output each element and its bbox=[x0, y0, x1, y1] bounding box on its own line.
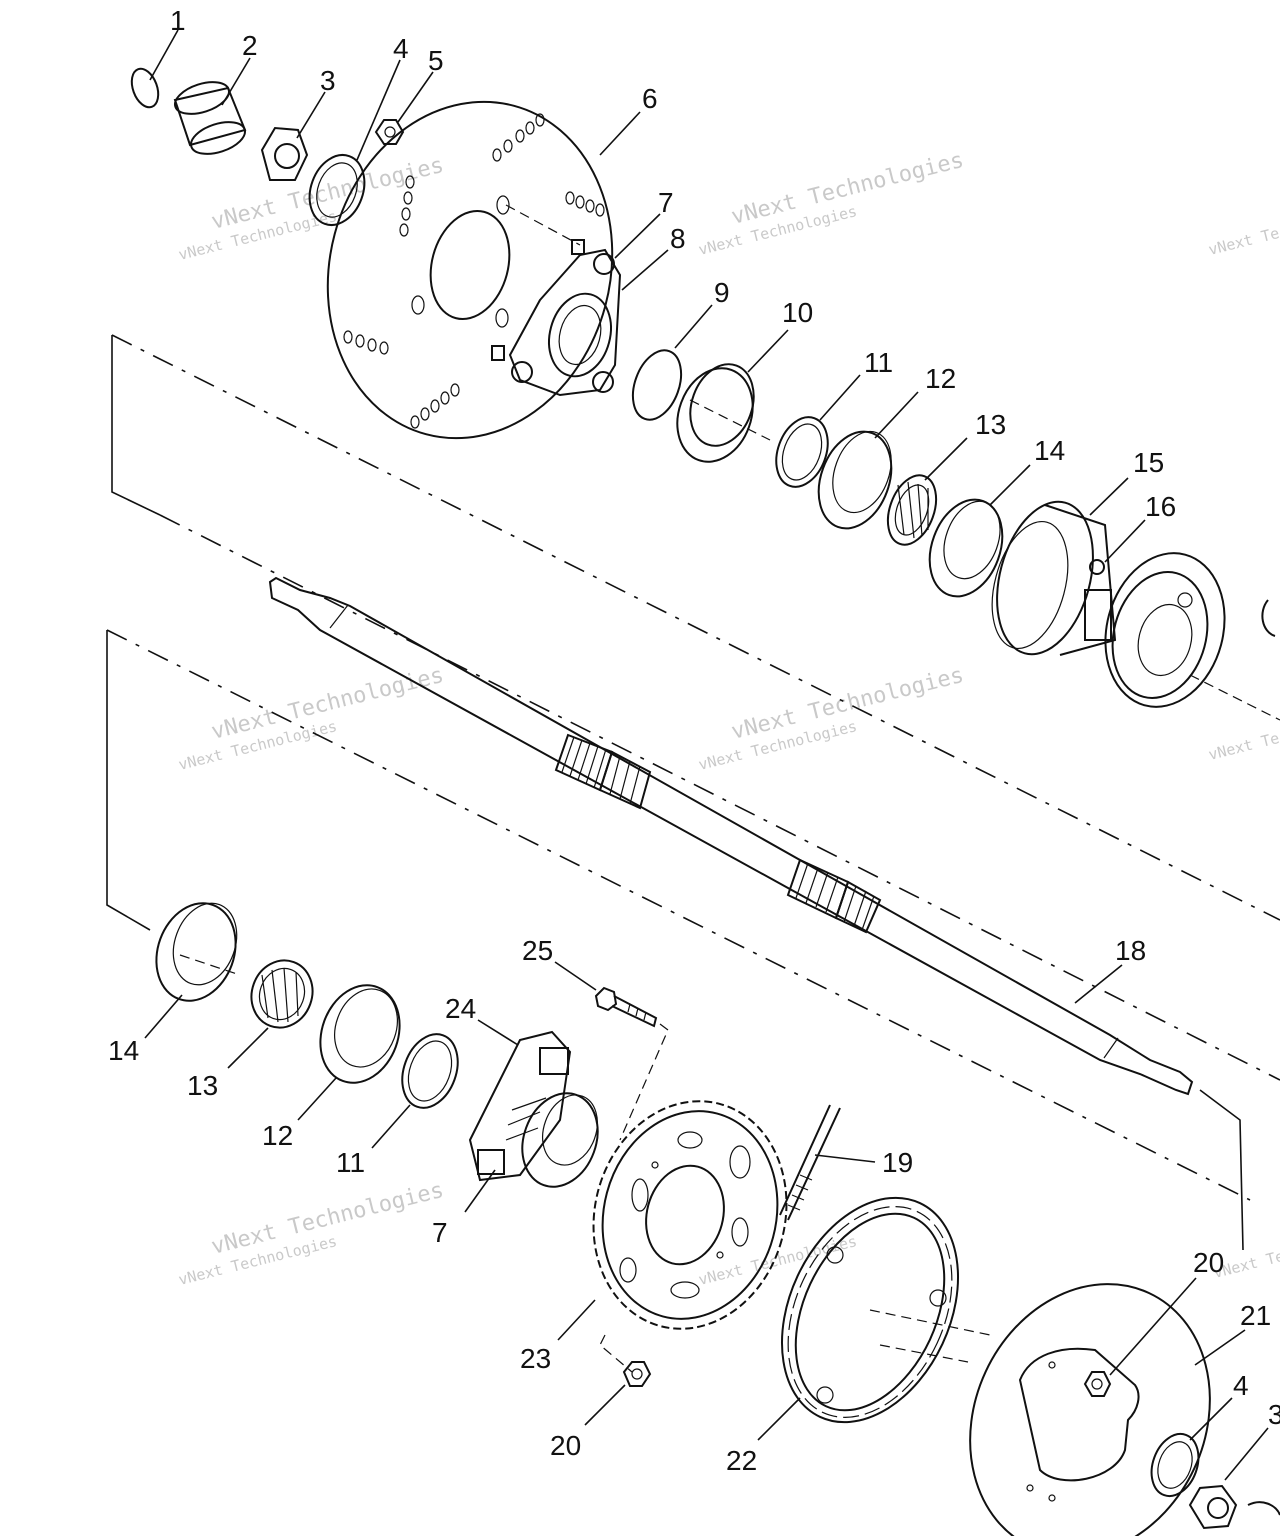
axle-shaft-18 bbox=[268, 576, 1194, 1096]
callout-label: 8 bbox=[670, 223, 686, 254]
watermark-text: vNext Technologies bbox=[697, 1232, 859, 1289]
bolt-25 bbox=[594, 986, 669, 1141]
bearing-cone-13-top bbox=[886, 474, 938, 546]
callout-label: 11 bbox=[336, 1147, 365, 1178]
washer-4-right bbox=[1150, 1433, 1200, 1497]
hex-nut-3 bbox=[260, 126, 309, 181]
callout-label: 20 bbox=[550, 1430, 581, 1461]
callout-label: 4 bbox=[1233, 1370, 1249, 1401]
callout-label: 3 bbox=[320, 65, 336, 96]
watermark-text: vNext Technologies bbox=[1207, 202, 1280, 259]
bearing-cup-12-bottom bbox=[319, 984, 401, 1084]
callout-label: 10 bbox=[782, 297, 813, 328]
callout-label: 14 bbox=[108, 1035, 139, 1066]
callout-label: 7 bbox=[658, 187, 674, 218]
brake-disc-21 bbox=[969, 1283, 1211, 1536]
callout-label: 13 bbox=[975, 409, 1006, 440]
callout-labels: 1 2 3 4 5 6 7 8 9 10 11 12 13 14 15 16 1… bbox=[108, 5, 1280, 1476]
callout-label: 21 bbox=[1240, 1300, 1271, 1331]
spacer-sleeve-2 bbox=[173, 81, 247, 155]
callout-label: 7 bbox=[432, 1217, 448, 1248]
callout-label: 1 bbox=[170, 5, 186, 36]
seal-11-bottom bbox=[401, 1033, 459, 1109]
leader-lines bbox=[144, 29, 1269, 1481]
callout-label: 9 bbox=[714, 277, 730, 308]
hex-nut-3-right bbox=[1188, 1484, 1280, 1530]
callout-label: 24 bbox=[445, 993, 476, 1024]
callout-label: 19 bbox=[882, 1147, 913, 1178]
snap-ring-9 bbox=[631, 349, 683, 421]
washer-4 bbox=[308, 154, 366, 226]
nut-5 bbox=[374, 119, 405, 145]
watermark-group: vNext Technologies vNext Technologies vN… bbox=[177, 148, 1280, 1289]
bearing-race-10 bbox=[676, 363, 771, 463]
sprocket-hub-24 bbox=[468, 1030, 599, 1188]
callout-label: 3 bbox=[1268, 1399, 1280, 1430]
snap-ring-1 bbox=[130, 67, 160, 109]
drive-chain-19 bbox=[779, 1104, 841, 1221]
callout-label: 20 bbox=[1193, 1247, 1224, 1278]
bearing-cone-13-bottom bbox=[250, 959, 314, 1029]
callout-label: 25 bbox=[522, 935, 553, 966]
bearing-cup-12-top bbox=[817, 430, 893, 530]
brake-ring-22 bbox=[781, 1196, 991, 1424]
assembly-boundary-lines bbox=[106, 334, 1280, 1251]
callout-label: 16 bbox=[1145, 491, 1176, 522]
bearing-carrier-8 bbox=[491, 204, 622, 397]
drive-sprocket-23 bbox=[592, 1100, 788, 1373]
callout-label: 12 bbox=[925, 363, 956, 394]
nut-20-bottom bbox=[622, 1361, 652, 1387]
callout-label: 22 bbox=[726, 1445, 757, 1476]
callout-label: 2 bbox=[242, 30, 258, 61]
bearing-race-14-top bbox=[928, 498, 1004, 598]
callout-label: 18 bbox=[1115, 935, 1146, 966]
seal-11-top bbox=[775, 416, 829, 488]
watermark-text: vNext Technologies bbox=[1207, 707, 1280, 764]
callout-label: 5 bbox=[428, 45, 444, 76]
callout-label: 4 bbox=[393, 33, 409, 64]
callout-label: 6 bbox=[642, 83, 658, 114]
callout-label: 23 bbox=[520, 1343, 551, 1374]
callout-label: 12 bbox=[262, 1120, 293, 1151]
callout-label: 14 bbox=[1034, 435, 1065, 466]
callout-label: 15 bbox=[1133, 447, 1164, 478]
nut-20-right bbox=[1083, 1371, 1112, 1397]
callout-label: 11 bbox=[864, 347, 893, 378]
bearing-race-14-bottom bbox=[155, 902, 241, 1002]
axle-housing-15 bbox=[991, 500, 1280, 721]
callout-label: 13 bbox=[187, 1070, 218, 1101]
